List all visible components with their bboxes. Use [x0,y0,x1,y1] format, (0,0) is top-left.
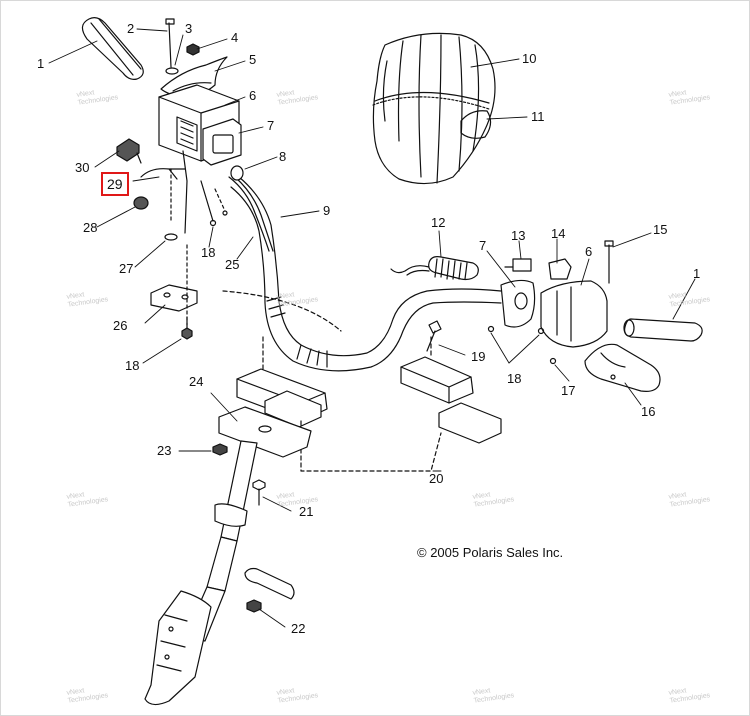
screw-18-part [181,316,193,340]
callout-1-left-grip[interactable]: 1 [37,56,45,71]
callout-27[interactable]: 27 [119,261,134,276]
right-housing-part [540,280,608,348]
callout-17[interactable]: 17 [561,383,576,398]
callout-29-highlighted[interactable]: 29 [101,172,129,196]
bushing-8-part [230,165,244,181]
wire-29-part [140,168,186,180]
cap-28-part [133,196,149,210]
throttle-cable-part [228,176,274,252]
callout-25[interactable]: 25 [225,257,240,272]
clamp-26-part [150,284,198,312]
plate-24-part [218,406,312,458]
callout-15[interactable]: 15 [653,222,668,237]
washer-3-part [165,67,179,75]
callout-9[interactable]: 9 [323,203,331,218]
riser-clamps-part [236,356,502,444]
bolt-21-part [252,479,266,506]
callout-1-right-grip[interactable]: 1 [693,266,701,281]
callout-3[interactable]: 3 [185,21,193,36]
callout-26[interactable]: 26 [113,318,128,333]
bracket-16-part [584,343,661,392]
steering-column-part [144,440,258,706]
callout-19[interactable]: 19 [471,349,486,364]
callout-21[interactable]: 21 [299,504,314,519]
block-30-part [116,138,142,164]
callout-2[interactable]: 2 [127,21,135,36]
copyright-notice: © 2005 Polaris Sales Inc. [417,545,564,560]
callout-28[interactable]: 28 [83,220,98,235]
left-grip-part [81,17,144,80]
callout-5[interactable]: 5 [249,52,257,67]
handlebar-pad-part [372,32,496,185]
washer-27-part [164,233,178,241]
callout-4[interactable]: 4 [231,30,239,45]
clip-13-part [504,258,532,272]
heater-element-part [390,256,479,281]
callout-18-upper[interactable]: 18 [201,245,216,260]
callout-18-right[interactable]: 18 [507,371,522,386]
bolt-2-part [165,18,175,68]
bolt-19-part [426,320,442,352]
leader-lines [48,28,696,628]
spacer-22-part [244,567,295,613]
nut-23-part [212,443,228,456]
handlebar-part [230,176,502,372]
callout-12[interactable]: 12 [431,215,446,230]
callout-23[interactable]: 23 [157,443,172,458]
callout-22[interactable]: 22 [291,621,306,636]
callout-14[interactable]: 14 [551,226,566,241]
callout-6-left-housing[interactable]: 6 [249,88,257,103]
callout-20[interactable]: 20 [429,471,444,486]
callout-11[interactable]: 11 [531,109,545,124]
callout-18-lower[interactable]: 18 [125,358,140,373]
callout-7-left-switch[interactable]: 7 [267,118,275,133]
switch-7-part [202,118,242,166]
callout-8[interactable]: 8 [279,149,287,164]
callout-16[interactable]: 16 [641,404,656,419]
callout-10[interactable]: 10 [522,51,537,66]
callout-30[interactable]: 30 [75,160,90,175]
callout-13[interactable]: 13 [511,228,526,243]
callout-24[interactable]: 24 [189,374,204,389]
right-grip-part [623,318,703,342]
switch-7b-part [500,279,536,328]
callout-6-right-housing[interactable]: 6 [585,244,593,259]
nut-4-part [186,43,200,56]
callout-7-right-switch[interactable]: 7 [479,238,487,253]
switch-14-part [548,258,572,280]
